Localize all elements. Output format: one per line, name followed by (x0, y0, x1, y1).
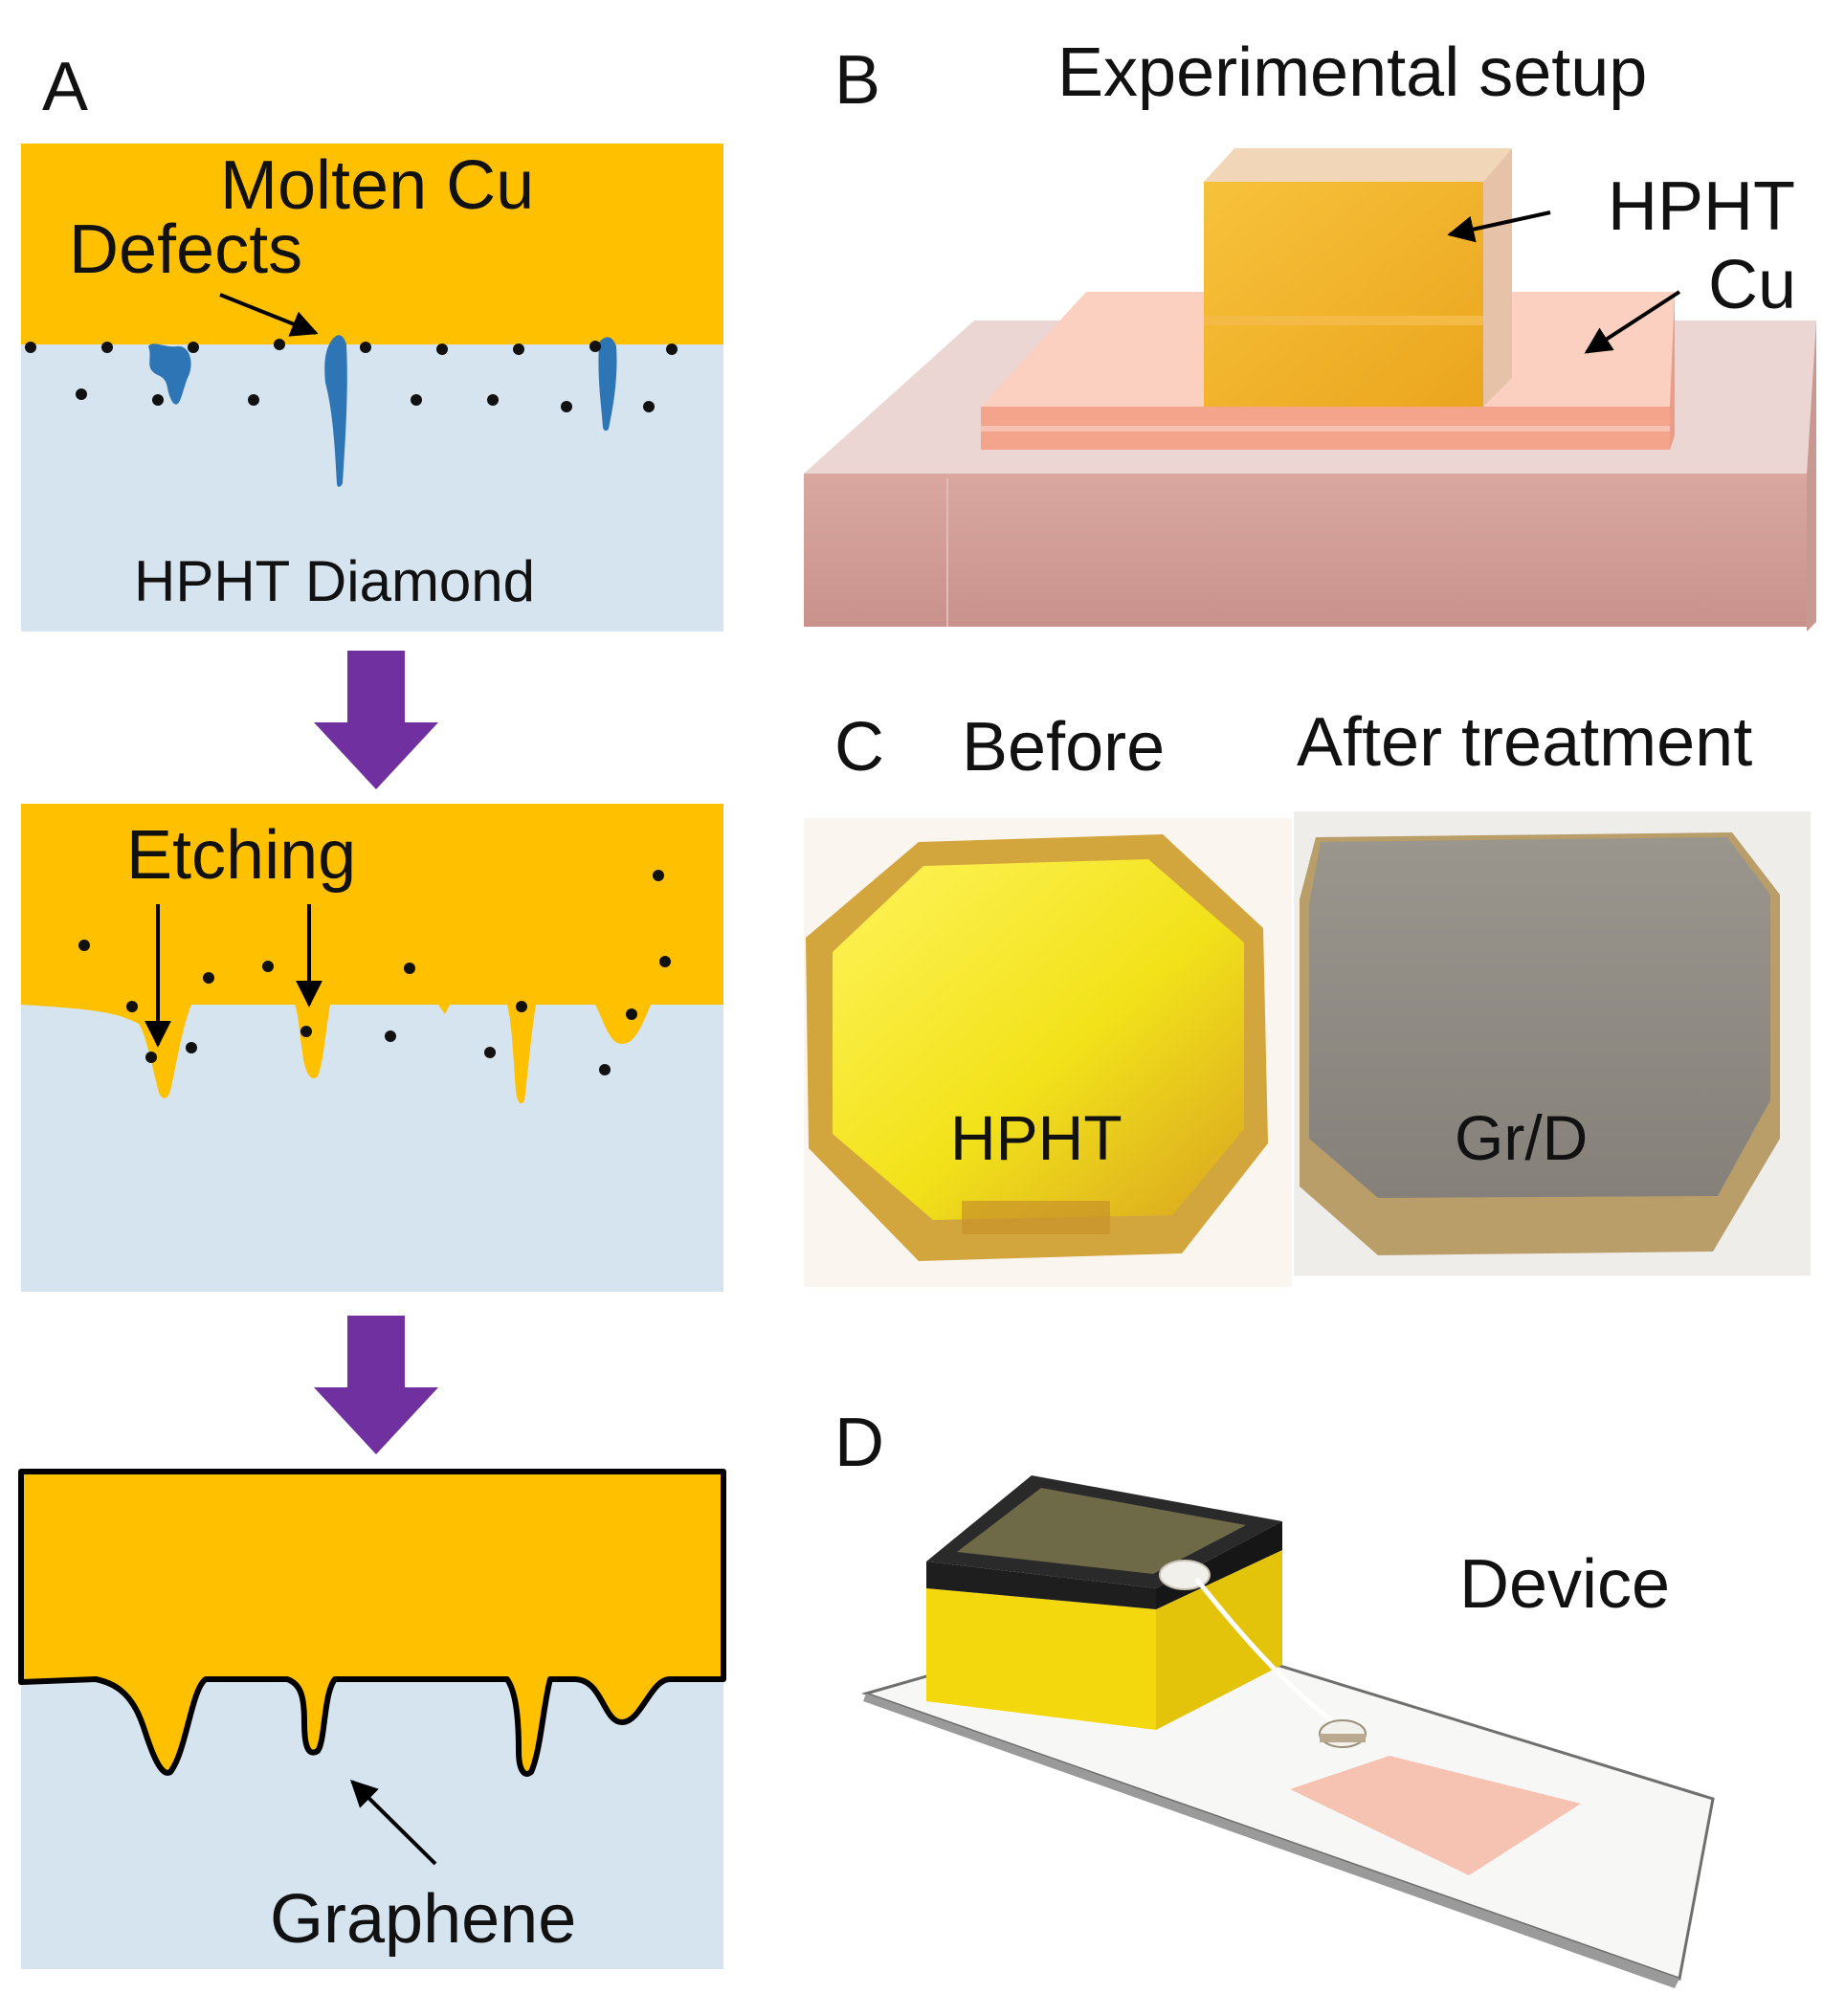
copper-pad (1290, 1756, 1581, 1875)
after-label: After treatment (1297, 704, 1752, 781)
molten-cu-label: Molten Cu (220, 147, 534, 224)
impurity-dots (78, 870, 671, 1075)
defect-shape (324, 335, 347, 487)
molten-cu-region (18, 1469, 726, 1777)
molten-cu-region (21, 804, 723, 1104)
panel-a-block-etching: Etching (21, 804, 723, 1292)
panel-b-title: Experimental setup (1057, 34, 1647, 111)
after-photo: Gr/D (1294, 811, 1811, 1275)
device-label: Device (1459, 1546, 1670, 1623)
panel-c-letter: C (834, 709, 884, 786)
impurity-dots (25, 339, 678, 412)
molten-cu-region (21, 144, 723, 344)
hpht-photo-label: HPHT (950, 1102, 1123, 1173)
process-arrow-icon (314, 651, 438, 789)
defect-shape (598, 337, 617, 432)
before-photo: HPHT (804, 818, 1292, 1287)
etching-label: Etching (126, 817, 356, 894)
diamond-label: HPHT Diamond (134, 549, 535, 613)
hpht-cube (1204, 148, 1512, 407)
grd-photo-label: Gr/D (1455, 1102, 1588, 1173)
panel-b: B Experimental setup HPHT Cu (804, 34, 1816, 631)
cu-label: Cu (1708, 247, 1796, 323)
bottom-contact-side (1320, 1734, 1366, 1742)
panel-b-letter: B (834, 42, 880, 119)
panel-a: A Molten Cu Defects HPHT Diamond (18, 49, 726, 1969)
device-block (926, 1475, 1282, 1730)
panel-a-block-graphene: Graphene (18, 1469, 726, 1969)
panel-a-letter: A (42, 49, 88, 125)
glass-edge (863, 1694, 1679, 1988)
panel-c: C Before After treatment HPHT Gr/D (804, 704, 1811, 1287)
process-arrow-icon (314, 1316, 438, 1454)
defects-arrow (219, 293, 319, 337)
before-label: Before (962, 709, 1165, 786)
panel-d: D Device (834, 1405, 1715, 1988)
defect-shape (148, 343, 191, 405)
graphene-arrow (350, 1780, 437, 1866)
wire (1194, 1577, 1340, 1728)
hpht-label: HPHT (1608, 168, 1795, 245)
graphene-label: Graphene (270, 1881, 576, 1958)
defects-label: Defects (69, 211, 302, 288)
cu-arrow (1584, 290, 1681, 354)
hpht-arrow (1447, 210, 1551, 243)
panel-a-block-defects: Molten Cu Defects HPHT Diamond (21, 144, 723, 631)
panel-d-letter: D (834, 1405, 884, 1481)
